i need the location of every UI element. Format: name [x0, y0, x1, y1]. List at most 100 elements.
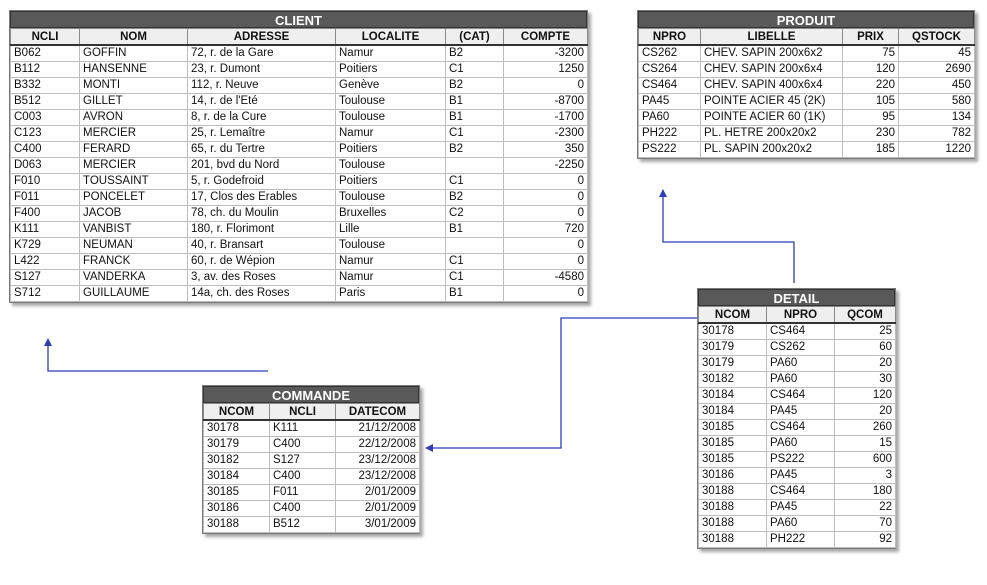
table-cell: B332 [10, 77, 80, 94]
table-cell: PA45 [638, 93, 701, 110]
table-cell: 0 [503, 237, 588, 254]
table-cell: 22 [834, 499, 896, 516]
table-cell: PA45 [766, 467, 835, 484]
table-cell: K111 [10, 221, 80, 238]
table-cell: F011 [269, 484, 336, 501]
table-cell: 30182 [698, 371, 767, 388]
table-cell: 0 [503, 205, 588, 222]
table-cell: PA45 [766, 499, 835, 516]
table-cell: CS464 [638, 77, 701, 94]
table-cell: GILLET [79, 93, 188, 110]
client-column-header: LOCALITE [335, 28, 446, 46]
table-cell: 2690 [898, 61, 975, 78]
table-cell: 134 [898, 109, 975, 126]
table-cell: 0 [503, 189, 588, 206]
table-cell: 30188 [203, 516, 270, 533]
table-cell: 180 [834, 483, 896, 500]
table-cell: C003 [10, 109, 80, 126]
table-cell: 20 [834, 403, 896, 420]
table-cell: 8, r. de la Cure [187, 109, 336, 126]
table-cell: C400 [10, 141, 80, 158]
table-cell: 782 [898, 125, 975, 142]
commande-title: COMMANDE [203, 386, 419, 403]
table-cell: PA60 [766, 435, 835, 452]
table-cell: 23, r. Dumont [187, 61, 336, 78]
table-cell: CHEV. SAPIN 200x6x2 [700, 44, 843, 62]
table-cell: PL. HETRE 200x20x2 [700, 125, 843, 142]
table-cell: 0 [503, 253, 588, 270]
table-cell: AVRON [79, 109, 188, 126]
table-cell: PA60 [766, 355, 835, 372]
table-cell: 30186 [698, 467, 767, 484]
table-cell: Toulouse [335, 189, 446, 206]
table-cell: 112, r. Neuve [187, 77, 336, 94]
table-cell: L422 [10, 253, 80, 270]
table-cell: 105 [842, 93, 899, 110]
table-cell: 2/01/2009 [335, 500, 420, 517]
table-cell: MERCIER [79, 125, 188, 142]
table-cell: 75 [842, 44, 899, 62]
table-cell: 78, ch. du Moulin [187, 205, 336, 222]
table-cell: 0 [503, 285, 588, 302]
table-cell: HANSENNE [79, 61, 188, 78]
table-cell: Poitiers [335, 141, 446, 158]
table-cell: 30182 [203, 452, 270, 469]
table-cell: CS464 [766, 483, 835, 500]
table-cell: 185 [842, 141, 899, 158]
table-cell: PL. SAPIN 200x20x2 [700, 141, 843, 158]
arrow-detail-to-produit [659, 189, 795, 283]
table-cell: 30179 [698, 355, 767, 372]
table-cell: 30186 [203, 500, 270, 517]
table-cell: B1 [445, 285, 504, 302]
produit-column-header: PRIX [842, 28, 899, 46]
table-cell: 14a, ch. des Roses [187, 285, 336, 302]
table-cell: PH222 [766, 531, 835, 548]
table-cell: Lille [335, 221, 446, 238]
table-cell: Paris [335, 285, 446, 302]
table-cell: B1 [445, 109, 504, 126]
commande-column-header: DATECOM [335, 403, 420, 421]
table-cell: 45 [898, 44, 975, 62]
table-cell: B1 [445, 93, 504, 110]
table-cell: 15 [834, 435, 896, 452]
table-cell: 0 [503, 173, 588, 190]
table-cell: Namur [335, 269, 446, 286]
table-cell: 120 [834, 387, 896, 404]
table-cell: 40, r. Bransart [187, 237, 336, 254]
table-cell: Toulouse [335, 93, 446, 110]
table-cell: 30188 [698, 483, 767, 500]
table-cell: 30184 [698, 403, 767, 420]
table-cell: 3/01/2009 [335, 516, 420, 533]
table-cell: -2250 [503, 157, 588, 174]
table-cell: 3, av. des Roses [187, 269, 336, 286]
table-cell: Genève [335, 77, 446, 94]
table-cell: 30178 [203, 419, 270, 437]
table-cell: Toulouse [335, 237, 446, 254]
produit-column-header: NPRO [638, 28, 701, 46]
